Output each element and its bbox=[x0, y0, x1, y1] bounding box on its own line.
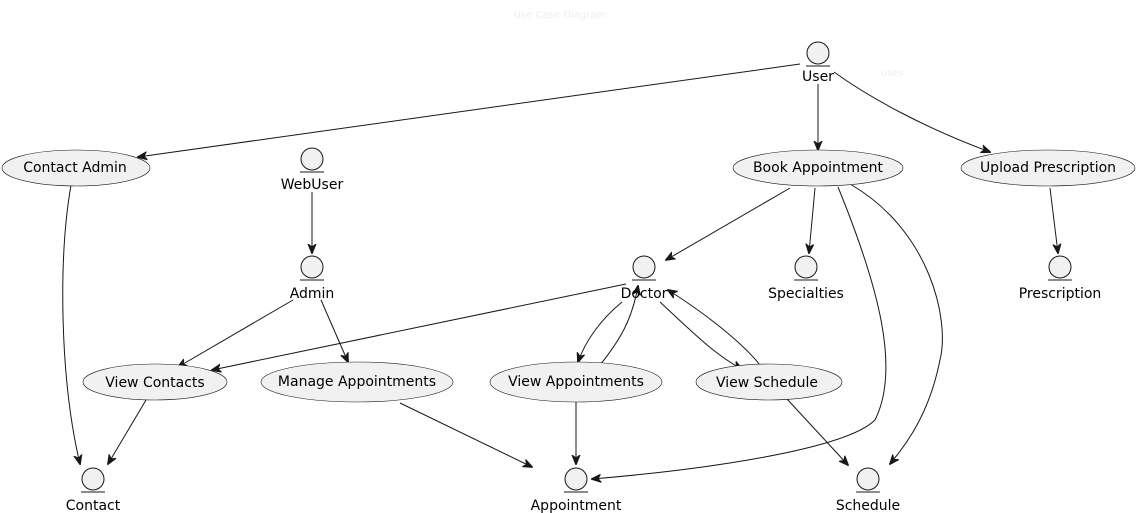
entity-appointment-label: Appointment bbox=[531, 498, 622, 513]
edge-view-schedule-doctor bbox=[668, 290, 761, 366]
edge-contact-admin-contact bbox=[62, 184, 80, 464]
usecase-view-contacts: View Contacts bbox=[82, 363, 228, 401]
usecase-manage-appointments: Manage Appointments bbox=[260, 361, 454, 403]
uses-note: uses bbox=[881, 68, 904, 79]
usecase-view-schedule: View Schedule bbox=[695, 363, 843, 401]
entity-schedule-label: Schedule bbox=[836, 498, 900, 513]
edge-upload-prescription bbox=[1049, 187, 1058, 253]
entity-specialties: Specialties bbox=[768, 255, 844, 302]
entity-user-label: User bbox=[802, 69, 834, 85]
edge-doctor-view-contacts bbox=[212, 283, 627, 370]
entity-appointment: Appointment bbox=[531, 467, 622, 513]
entity-specialties-label: Specialties bbox=[768, 286, 844, 302]
edge-view-appointments-doctor bbox=[599, 286, 638, 366]
usecase-view-appointments: View Appointments bbox=[489, 361, 663, 403]
usecase-view-schedule-label: View Schedule bbox=[716, 375, 818, 391]
usecase-upload-prescription: Upload Prescription bbox=[960, 149, 1136, 187]
edge-user-contact-admin bbox=[138, 63, 801, 157]
usecase-book-appointment-label: Book Appointment bbox=[753, 160, 884, 176]
edge-user-upload-prescription bbox=[833, 71, 990, 152]
entity-admin: Admin bbox=[290, 255, 335, 302]
edge-view-contacts-contact bbox=[108, 399, 147, 464]
usecase-contact-admin-label: Contact Admin bbox=[23, 160, 127, 176]
entity-prescription: Prescription bbox=[1019, 255, 1102, 302]
edge-book-appointment bbox=[592, 186, 887, 479]
edge-book-doctor bbox=[666, 187, 791, 260]
entity-webuser: WebUser bbox=[281, 147, 344, 193]
edge-view-schedule-schedule bbox=[786, 398, 848, 465]
usecase-upload-prescription-label: Upload Prescription bbox=[980, 160, 1116, 176]
entity-doctor: Doctor bbox=[621, 255, 668, 302]
edge-doctor-view-schedule bbox=[659, 301, 742, 369]
edge-admin-view-contacts bbox=[178, 299, 294, 367]
edge-doctor-view-appointments bbox=[578, 301, 623, 362]
usecase-manage-appointments-label: Manage Appointments bbox=[278, 374, 436, 390]
edge-manage-appointment bbox=[399, 402, 532, 467]
usecase-book-appointment: Book Appointment bbox=[732, 149, 904, 187]
entity-user: User bbox=[802, 41, 834, 85]
diagram-title: Use Case Diagram bbox=[514, 10, 606, 21]
entity-prescription-label: Prescription bbox=[1019, 286, 1102, 302]
entity-doctor-label: Doctor bbox=[621, 286, 668, 302]
entity-schedule: Schedule bbox=[836, 467, 900, 513]
usecase-view-appointments-label: View Appointments bbox=[508, 374, 644, 390]
usecase-view-contacts-label: View Contacts bbox=[105, 375, 204, 391]
entity-contact: Contact bbox=[66, 467, 121, 513]
usecase-contact-admin: Contact Admin bbox=[1, 149, 151, 187]
entity-contact-label: Contact bbox=[66, 498, 121, 513]
entity-webuser-label: WebUser bbox=[281, 177, 344, 193]
edge-book-specialties bbox=[809, 187, 816, 253]
edge-book-schedule bbox=[849, 183, 943, 464]
edge-admin-manage-appointments bbox=[320, 299, 348, 362]
edges bbox=[62, 63, 1058, 479]
entity-admin-label: Admin bbox=[290, 286, 335, 302]
